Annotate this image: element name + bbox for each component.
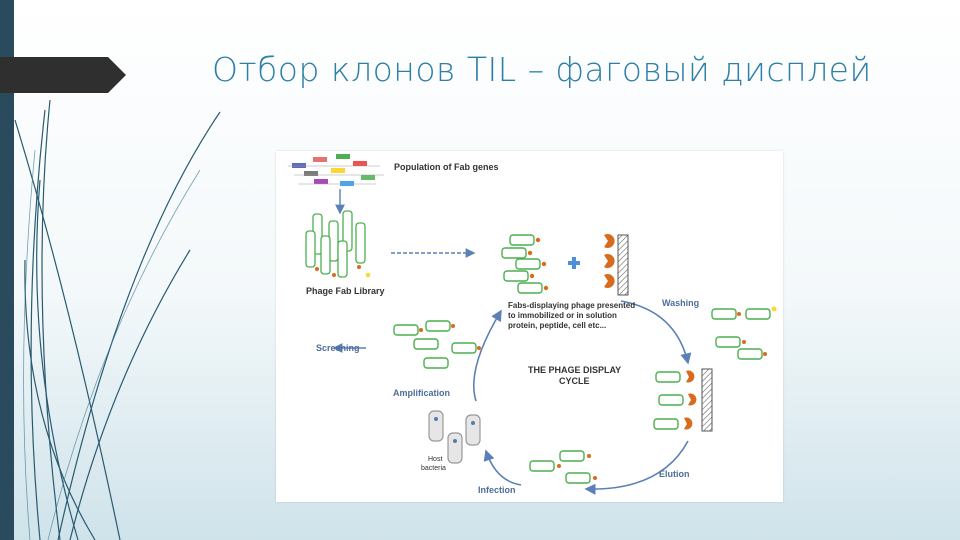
bound-phages — [653, 371, 684, 430]
slide-title: Отбор клонов TIL – фаговый дисплей — [212, 50, 872, 89]
plus-icon — [568, 257, 580, 269]
decorative-lines — [14, 99, 221, 540]
phage-group-presented — [501, 234, 543, 294]
cycle-label-line2: CYCLE — [559, 376, 590, 386]
presented-label: Fabs-displaying phage presented to immob… — [508, 301, 636, 330]
immobilized-target — [604, 234, 629, 296]
amplified-phages — [393, 320, 477, 369]
cycle-arrows — [473, 300, 692, 495]
screening-label: Screening — [316, 343, 360, 353]
eluted-phages — [529, 450, 591, 484]
amplification-label: Amplification — [393, 388, 451, 398]
phage-library-cluster — [305, 210, 366, 278]
host-bacteria — [428, 410, 481, 464]
phage-display-diagram: Population of Fab genes Phage Fab Librar… — [276, 151, 783, 502]
population-label: Population of Fab genes — [394, 162, 499, 172]
title-arrow-shape — [0, 57, 126, 93]
cycle-label-line1: THE PHAGE DISPLAY — [528, 365, 622, 375]
infection-label: Infection — [478, 485, 516, 495]
washed-phages — [711, 308, 771, 360]
library-label: Phage Fab Library — [306, 286, 385, 296]
host-label-line1: Host — [428, 456, 443, 463]
fab-genes-population — [288, 154, 384, 186]
washing-label: Washing — [662, 298, 700, 308]
diagram-graphics — [288, 154, 777, 495]
left-sidebar-bar — [0, 0, 14, 540]
elution-label: Elution — [659, 469, 690, 479]
host-label-line2: bacteria — [421, 465, 446, 472]
